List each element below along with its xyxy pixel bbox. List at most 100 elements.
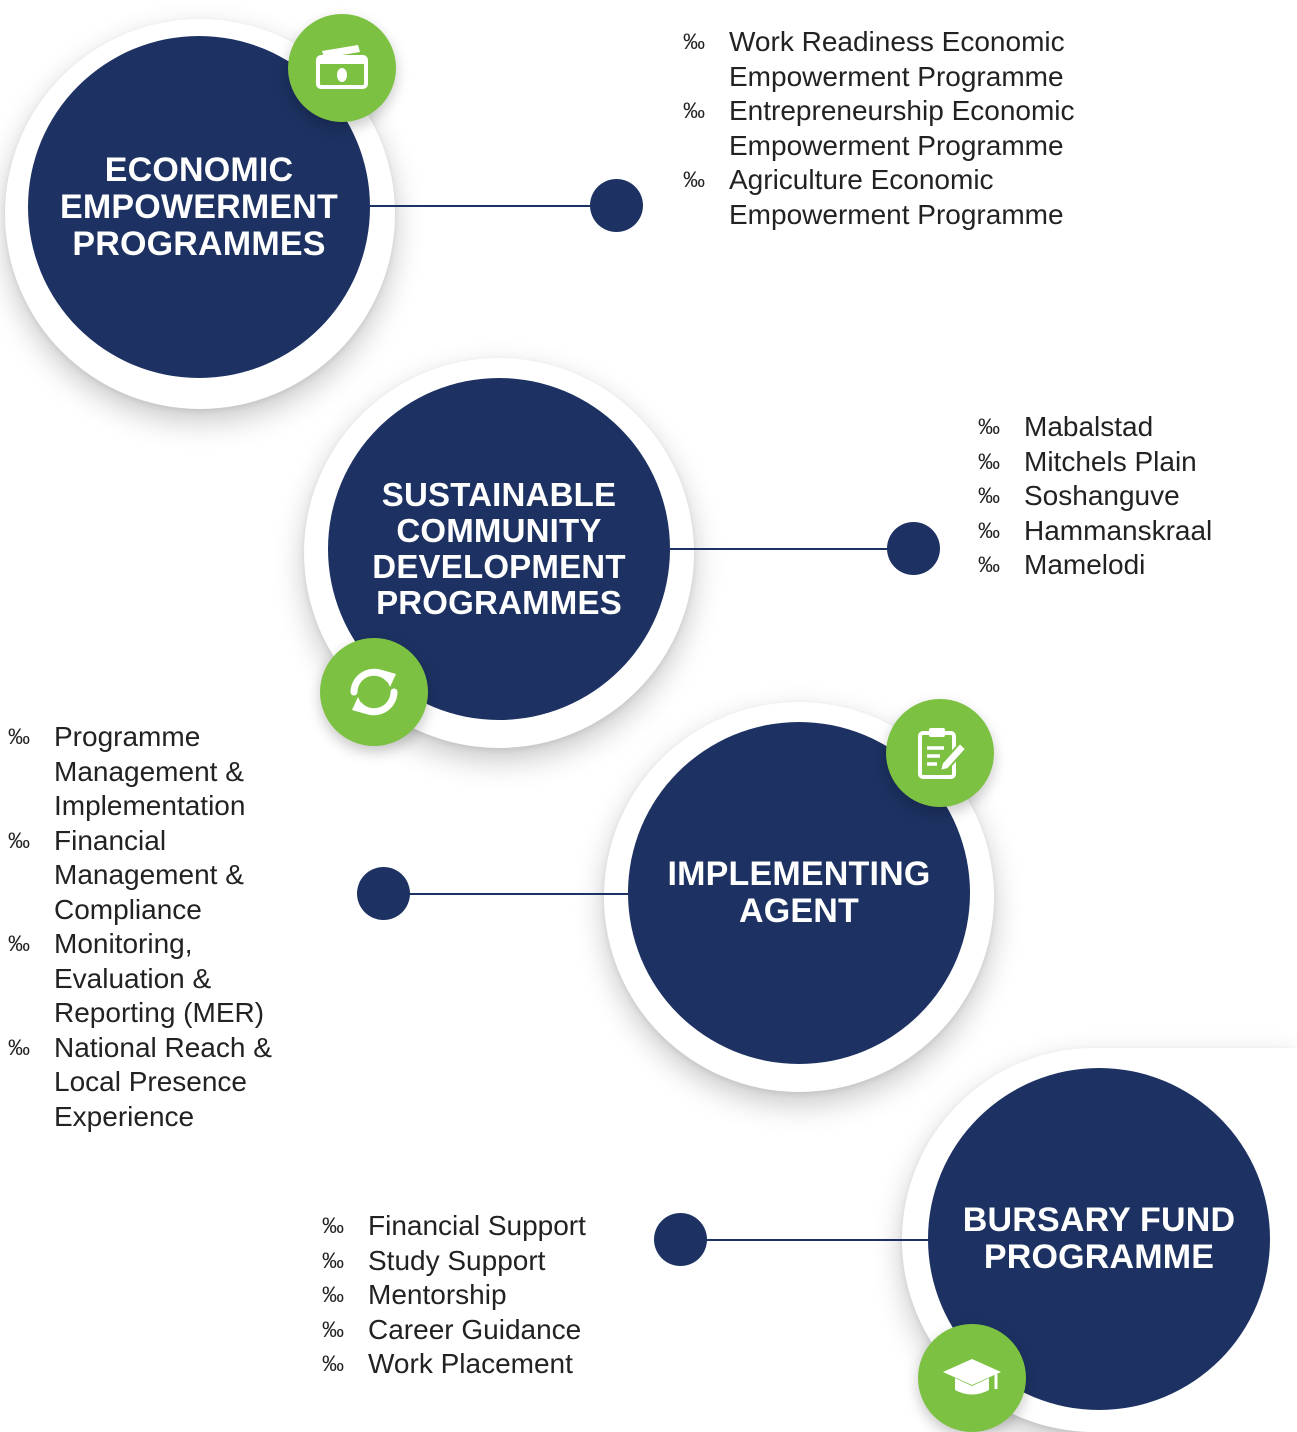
bullet-list: ‰ Financial Support ‰ Study Support ‰ Mento… (322, 1209, 586, 1382)
clipboard-edit-icon (918, 728, 968, 779)
item-line: Work Readiness Economic (729, 26, 1065, 57)
item-line: Evaluation & (54, 962, 212, 994)
list-item: ‰ Work Placement (322, 1347, 586, 1382)
title-line: EMPOWERMENT (60, 187, 338, 226)
circle-implementing-agent: IMPLEMENTING AGENT (628, 722, 970, 1064)
list-item: ‰ Monitoring,Evaluation &Reporting (MER) (8, 927, 272, 1031)
title-line: PROGRAMMES (376, 584, 622, 621)
item-line: Empowerment Programme (729, 60, 1064, 92)
item-line: Work Placement (368, 1348, 573, 1379)
title-line: IMPLEMENTING (667, 855, 931, 893)
title-line: PROGRAMMES (72, 224, 326, 263)
bullet-icon: ‰ (322, 1247, 344, 1273)
title-line: BURSARY FUND (962, 1201, 1236, 1239)
item-line: Empowerment Programme (729, 198, 1064, 230)
item-line: Management & (54, 859, 244, 890)
title-line: COMMUNITY (396, 512, 602, 549)
title-line: AGENT (739, 892, 859, 930)
money-icon (316, 45, 368, 89)
item-line: Mentorship (368, 1279, 507, 1310)
item-line: Reporting (MER) (54, 997, 265, 1028)
bullet-icon: ‰ (683, 29, 705, 54)
item-line: Empowerment Programme (729, 129, 1064, 161)
title-line: PROGRAMME (983, 1238, 1215, 1276)
list-item: ‰ Mabalstad (978, 410, 1212, 445)
item-line: Agriculture Economic (729, 164, 994, 195)
list-item: ‰ Financial Support (322, 1209, 586, 1244)
item-line: Mitchels Plain (1024, 445, 1197, 477)
connector-dot (590, 179, 643, 232)
bullet-icon: ‰ (8, 931, 30, 956)
item-line: Local Presence (54, 1066, 248, 1097)
bullet-icon: ‰ (683, 167, 705, 192)
bullet-icon: ‰ (683, 98, 705, 123)
bullet-icon: ‰ (8, 1034, 30, 1060)
list-item: ‰ Career Guidance (322, 1313, 586, 1348)
graduation-cap-icon (943, 1359, 1001, 1395)
item-line: Experience (54, 1100, 195, 1132)
item-line: Financial (54, 824, 167, 856)
bullet-icon: ‰ (322, 1351, 344, 1376)
connector-dot (357, 867, 410, 920)
connector-dot (887, 522, 940, 575)
badge-sustainable-community (320, 638, 428, 746)
bullet-icon: ‰ (978, 552, 1000, 577)
title-line: ECONOMIC (104, 150, 294, 189)
circle-title: BURSARY FUND PROGRAMME (963, 1202, 1236, 1276)
bullet-list: ‰ Mabalstad ‰ Mitchels Plain ‰ Soshanguve ‰… (978, 410, 1212, 583)
item-line: Entrepreneurship Economic (729, 95, 1075, 126)
item-line: Hammanskraal (1024, 514, 1213, 546)
circle-title: SUSTAINABLE COMMUNITY DEVELOPMENT PROGRA… (372, 477, 625, 621)
item-line: Study Support (368, 1244, 546, 1276)
bullet-icon: ‰ (8, 724, 30, 749)
item-line: Financial Support (368, 1210, 586, 1241)
connector-line (408, 893, 630, 895)
connector-line (670, 548, 890, 550)
list-item: ‰ Hammanskraal (978, 514, 1212, 549)
item-line: Career Guidance (368, 1313, 582, 1345)
connector-dot (654, 1213, 707, 1266)
refresh-icon (350, 668, 398, 716)
list-item: ‰ Study Support (322, 1244, 586, 1279)
bullet-icon: ‰ (978, 483, 1000, 508)
list-item: ‰ Mitchels Plain (978, 445, 1212, 480)
bullet-icon: ‰ (322, 1282, 344, 1307)
circle-title: IMPLEMENTING AGENT (667, 856, 930, 930)
title-line: SUSTAINABLE (381, 476, 617, 513)
item-line: Monitoring, (54, 928, 193, 959)
connector-line (370, 205, 592, 207)
item-line: Implementation (54, 790, 246, 821)
bullet-icon: ‰ (978, 414, 1000, 439)
item-line: Mabalstad (1024, 411, 1154, 442)
list-item: ‰ Mentorship (322, 1278, 586, 1313)
circle-title: ECONOMIC EMPOWERMENT PROGRAMMES (60, 150, 338, 263)
item-line: Compliance (54, 893, 202, 925)
item-line: Soshanguve (1024, 480, 1180, 511)
title-line: DEVELOPMENT (372, 548, 626, 585)
list-item: ‰ Mamelodi (978, 548, 1212, 583)
item-line: Mamelodi (1024, 549, 1146, 580)
badge-economic-empowerment (288, 14, 396, 122)
connector-line (705, 1239, 930, 1241)
list-item: ‰ Soshanguve (978, 479, 1212, 514)
item-line: National Reach & (54, 1031, 272, 1063)
badge-bursary-fund (918, 1324, 1026, 1432)
bullet-icon: ‰ (978, 517, 1000, 543)
bullet-icon: ‰ (322, 1213, 344, 1238)
bullet-icon: ‰ (322, 1316, 344, 1342)
item-line: Programme (54, 721, 201, 752)
bullet-icon: ‰ (978, 448, 1000, 474)
bullet-icon: ‰ (8, 827, 30, 853)
badge-implementing-agent (886, 699, 994, 807)
